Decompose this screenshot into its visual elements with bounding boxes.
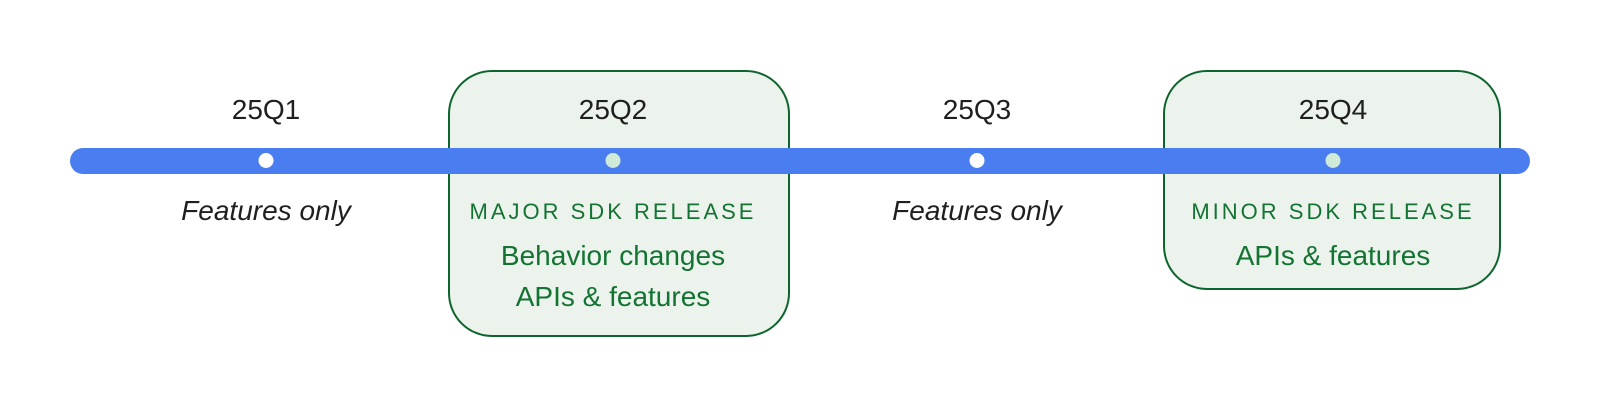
quarter-label-25q3: 25Q3 [942, 94, 1012, 125]
release-heading-25q2: MAJOR SDK RELEASE [469, 199, 757, 224]
release-heading-25q4: MINOR SDK RELEASE [1191, 199, 1475, 224]
quarter-label-25q4: 25Q4 [1298, 94, 1368, 125]
release-line-25q4-apis-features: APIs & features [1235, 240, 1431, 271]
release-line-25q2-behavior-changes: Behavior changes [500, 240, 726, 271]
release-box-25q2 [448, 70, 790, 337]
release-box-25q4 [1163, 70, 1501, 290]
timeline-dot-25q2 [605, 153, 621, 168]
timeline-dot-25q4 [1325, 153, 1341, 168]
timeline-dot-25q3 [969, 153, 985, 168]
timeline-dot-25q1 [258, 153, 274, 168]
quarter-label-25q1: 25Q1 [231, 94, 301, 125]
release-line-25q2-apis-features: APIs & features [515, 281, 711, 312]
timeline-bar [70, 148, 1530, 174]
note-25q1: Features only [181, 195, 351, 226]
note-25q3: Features only [892, 195, 1062, 226]
quarter-label-25q2: 25Q2 [578, 94, 648, 125]
